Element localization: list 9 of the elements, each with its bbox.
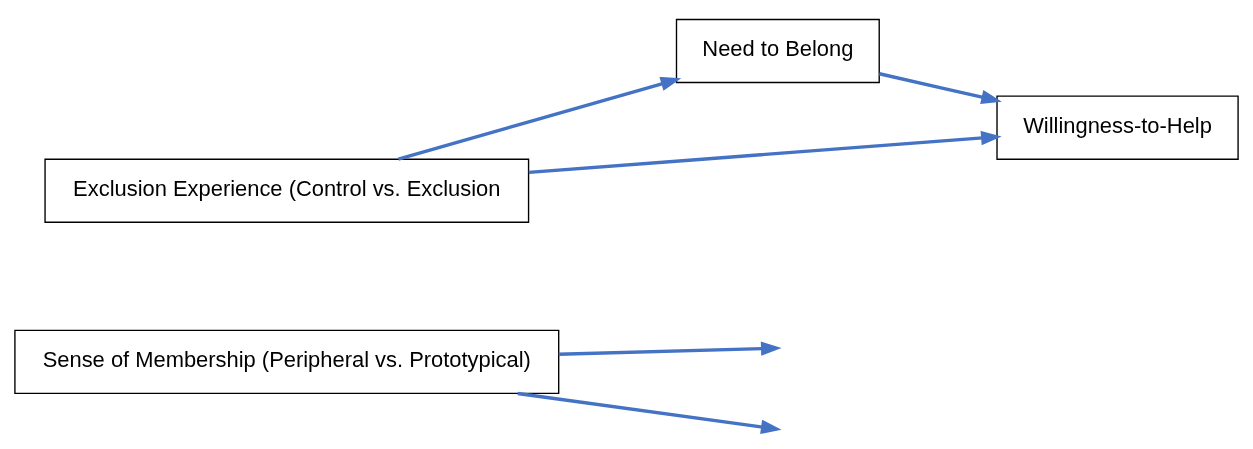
arrow bbox=[517, 391, 782, 435]
arrow bbox=[879, 72, 1002, 105]
arrow bbox=[528, 130, 1002, 175]
arrow bbox=[558, 341, 782, 357]
node-box: Willingness-to-Help bbox=[996, 95, 1239, 160]
node-box: Exclusion Experience (Control vs. Exclusion bbox=[44, 158, 530, 223]
node-box: Need to Belong bbox=[675, 18, 880, 84]
node-box: Sense of Membership (Peripheral vs. Prototypical) bbox=[14, 329, 560, 395]
arrow bbox=[397, 76, 682, 161]
